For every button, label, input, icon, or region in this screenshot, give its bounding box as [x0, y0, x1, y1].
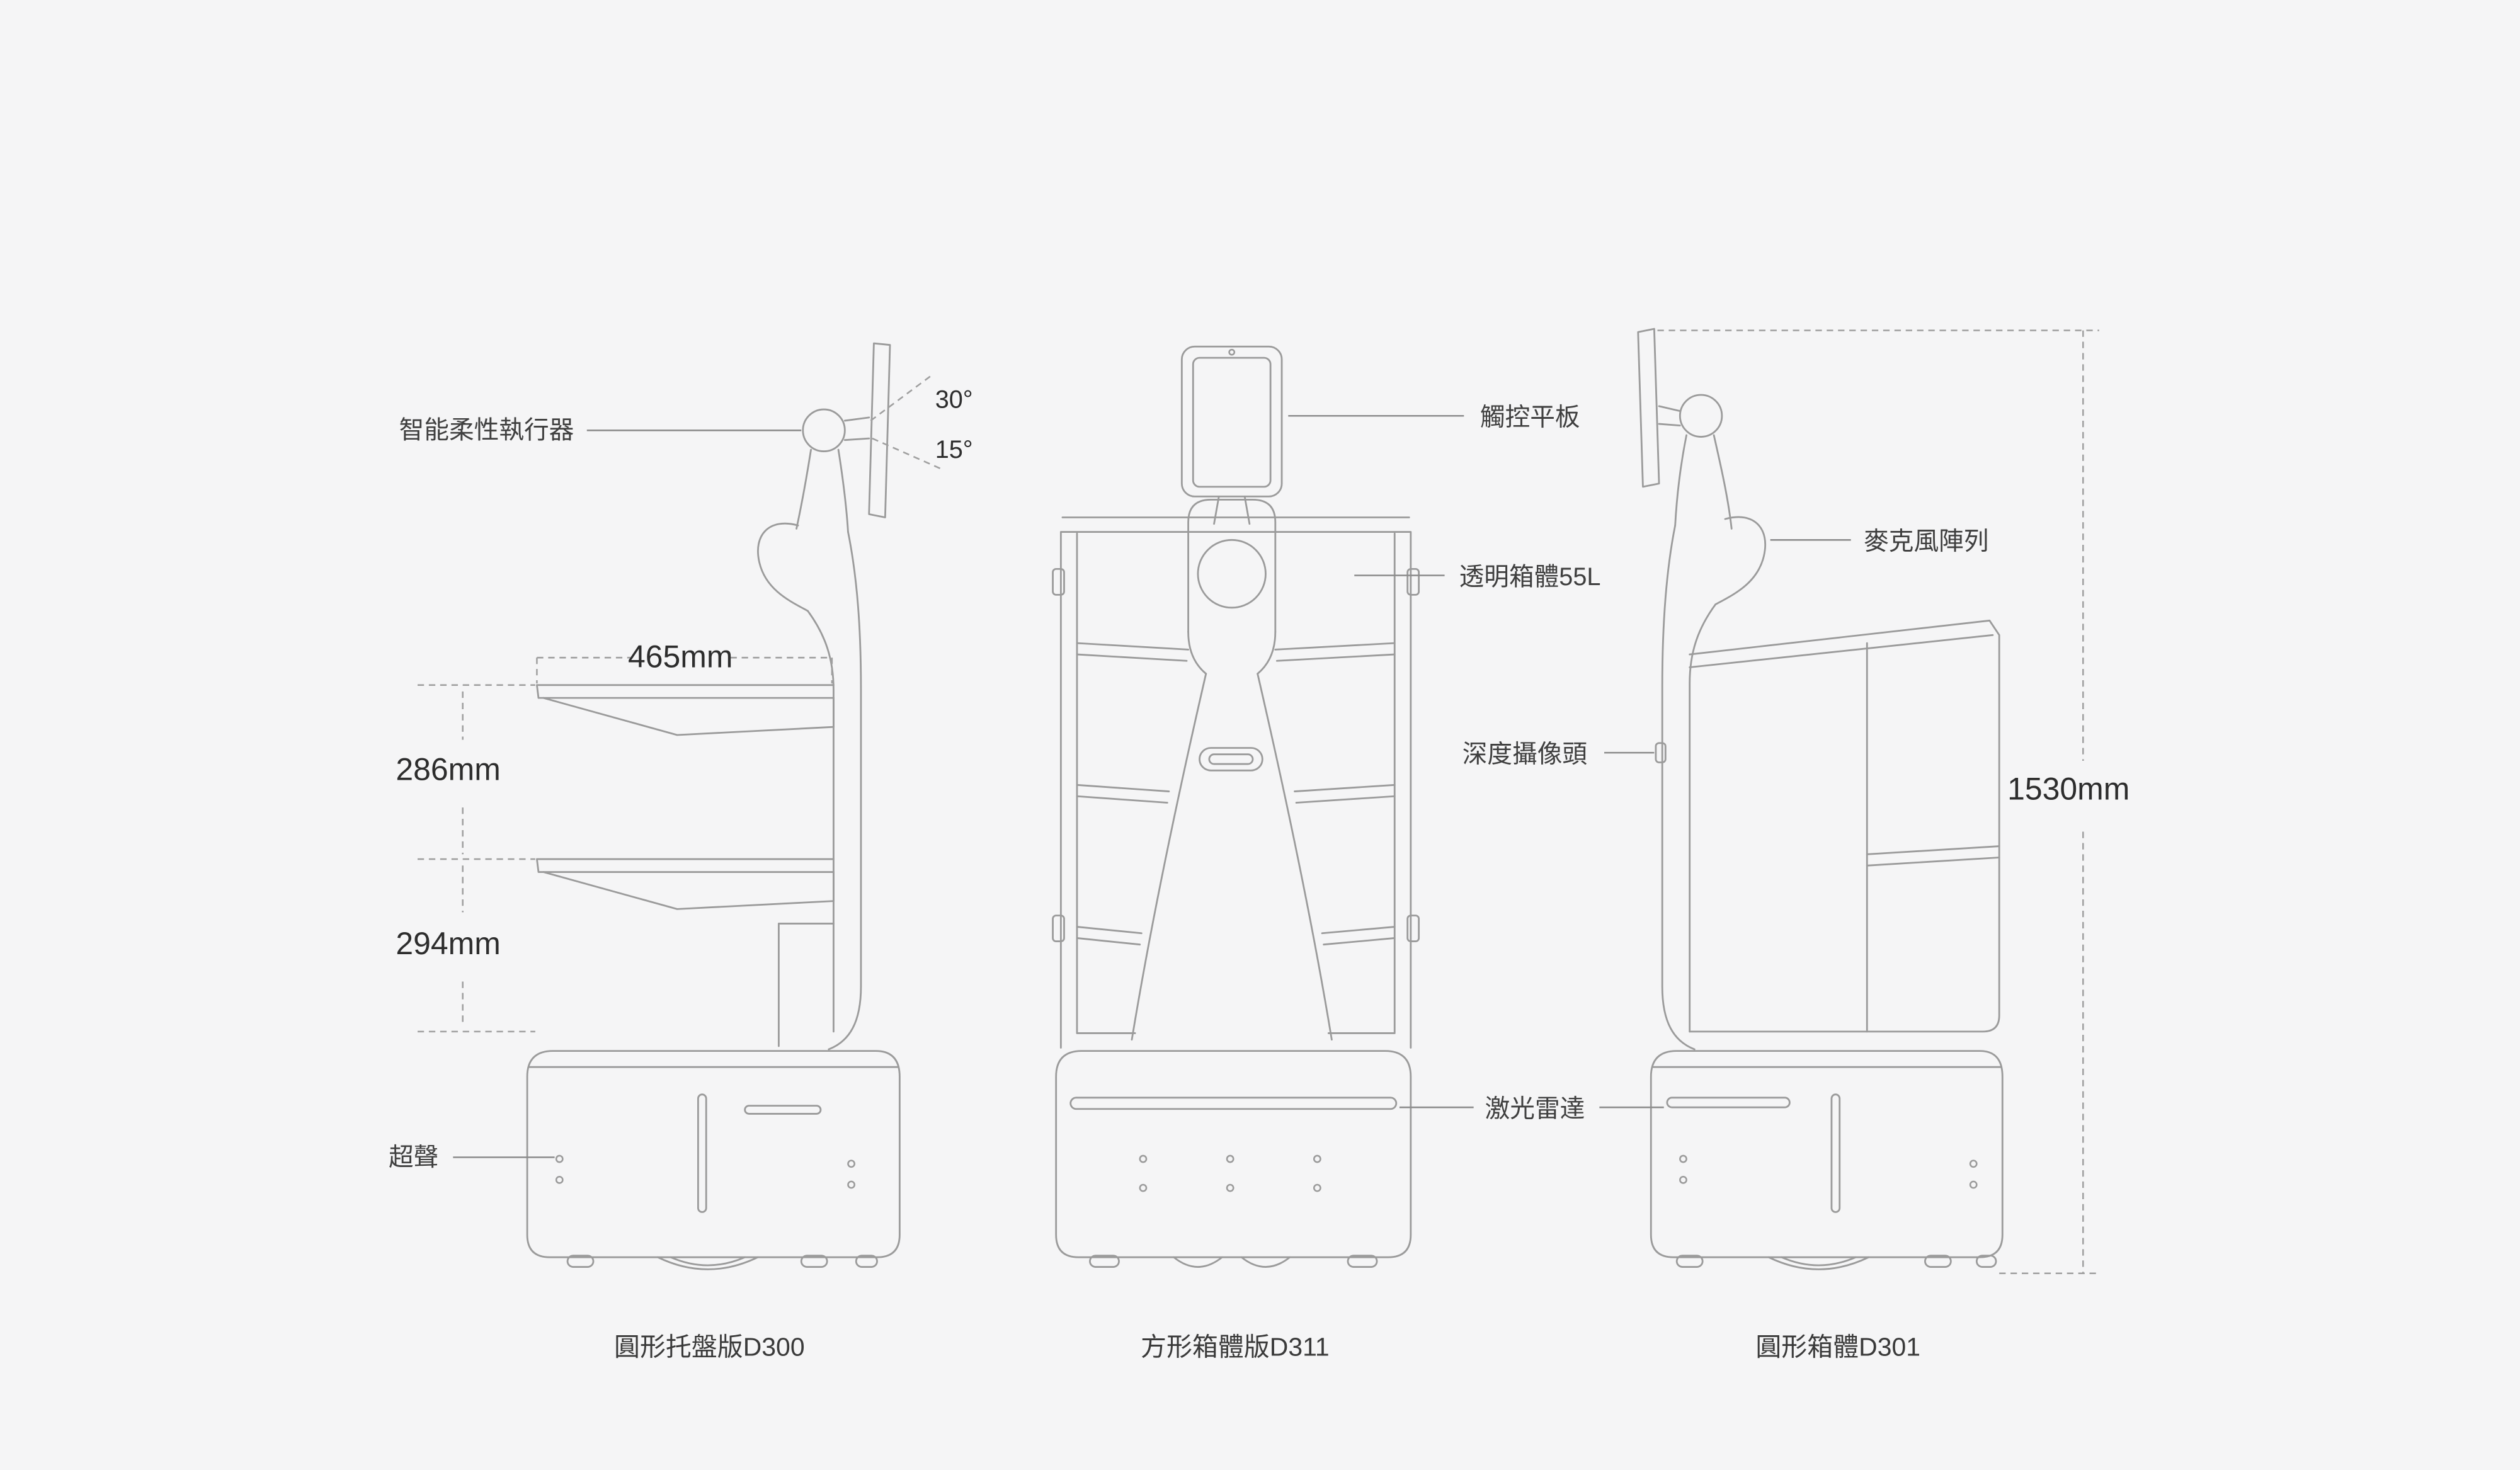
- wall-bracket: [1406, 914, 1420, 942]
- cabinet: [1689, 619, 2000, 1033]
- spine-outer: [828, 531, 862, 1051]
- caption-d311: 方形箱體版D311: [1141, 1332, 1330, 1361]
- robot-d300: [526, 342, 901, 1270]
- robot-d301: [1637, 328, 2004, 1270]
- lidar-slot: [1666, 1097, 1791, 1108]
- neck: [1187, 498, 1277, 675]
- annotation-ultrasonic: 超聲: [389, 1143, 555, 1171]
- angle-lines: [870, 373, 942, 470]
- robot-d311: [1052, 345, 1420, 1268]
- dimension-height: 1530mm: [1657, 329, 2129, 1275]
- neck-outline: [795, 448, 849, 533]
- depth-camera: [1655, 742, 1667, 763]
- camera-dot: [1228, 348, 1236, 356]
- screen-bracket: [1658, 405, 1681, 427]
- tray-lower: [536, 858, 835, 910]
- tray-upper: [536, 684, 835, 736]
- screen-bracket: [843, 416, 870, 442]
- lidar-label: 激光雷達: [1485, 1095, 1585, 1123]
- ultrasonic-label: 超聲: [389, 1143, 438, 1171]
- annotation-tablet: 觸控平板: [1288, 404, 1580, 431]
- caption-d300: 圓形托盤版D300: [614, 1332, 805, 1361]
- caption-d301: 圓形箱體D301: [1755, 1332, 1920, 1361]
- wall-bracket: [1052, 567, 1065, 596]
- angle-up-label: 30°: [935, 385, 973, 413]
- box-body: [1052, 516, 1420, 1049]
- tablet-label: 觸控平板: [1480, 404, 1580, 431]
- shelves: [1076, 642, 1396, 946]
- wheels: [1675, 1255, 1997, 1270]
- dim-tray-gap-upper: 286mm: [396, 752, 500, 787]
- base: [1650, 1050, 2004, 1258]
- box-outer-walls: [1059, 531, 1412, 1049]
- angle-down-label: 15°: [935, 436, 973, 464]
- spine-inner: [1689, 603, 1717, 1033]
- actuator-joint: [802, 408, 846, 452]
- annotation-angles: 30° 15°: [870, 373, 973, 470]
- annotation-transparent-box: 透明箱體55L: [1354, 563, 1600, 591]
- annotation-actuator: 智能柔性執行器: [399, 416, 802, 444]
- neck-hook: [757, 522, 809, 612]
- actuator-joint: [1679, 394, 1723, 438]
- tablet-mount: [1213, 495, 1251, 525]
- wall-bracket: [1052, 914, 1065, 942]
- dim-extension-lines: [417, 684, 535, 1033]
- base-groove: [744, 1105, 822, 1115]
- base-slot: [1830, 1093, 1841, 1213]
- handle: [1199, 747, 1263, 772]
- wall-bracket: [1406, 567, 1420, 596]
- lidar-slot: [1069, 1097, 1398, 1110]
- captions: 圓形托盤版D300 方形箱體版D311 圓形箱體D301: [614, 1332, 1920, 1361]
- ultrasonic-sensor-dots: [555, 1154, 855, 1189]
- base: [1055, 1050, 1412, 1258]
- neck-hook: [1714, 516, 1767, 606]
- transparent-box-label: 透明箱體55L: [1459, 563, 1601, 591]
- base-slot: [697, 1093, 707, 1213]
- wheels: [1089, 1255, 1378, 1268]
- dim-tray-gap-lower: 294mm: [396, 926, 500, 961]
- mic-array-label: 麥克風陣列: [1864, 528, 1988, 556]
- annotation-depth-camera: 深度攝像頭: [1462, 741, 1655, 768]
- center-spine: [1131, 673, 1333, 1041]
- sensor-dots: [1139, 1154, 1321, 1192]
- spine-inner: [807, 610, 835, 1033]
- neck-joint: [1197, 538, 1267, 609]
- dim-line-tray-width: [536, 656, 833, 684]
- lower-compartment: [777, 923, 835, 1047]
- depth-camera-label: 深度攝像頭: [1462, 741, 1587, 768]
- cabinet-shelf: [1866, 845, 2000, 867]
- neck-outline: [1674, 434, 1733, 530]
- base: [526, 1050, 901, 1258]
- sensor-dots: [1679, 1154, 1978, 1189]
- spine-outer: [1661, 524, 1696, 1051]
- annotation-mic-array: 麥克風陣列: [1770, 528, 1988, 556]
- box-inner-walls: [1076, 532, 1396, 1034]
- tablet: [1180, 345, 1283, 498]
- annotation-lidar: 激光雷達: [1399, 1095, 1664, 1123]
- dim-total-height: 1530mm: [2007, 771, 2129, 806]
- display-screen: [1637, 328, 1660, 488]
- dim-tray-width: 465mm: [628, 639, 733, 675]
- wheels: [566, 1255, 878, 1270]
- display-screen: [868, 342, 891, 518]
- actuator-label: 智能柔性執行器: [399, 416, 574, 444]
- dimensions-d300: 465mm 286mm 294mm: [396, 639, 833, 1033]
